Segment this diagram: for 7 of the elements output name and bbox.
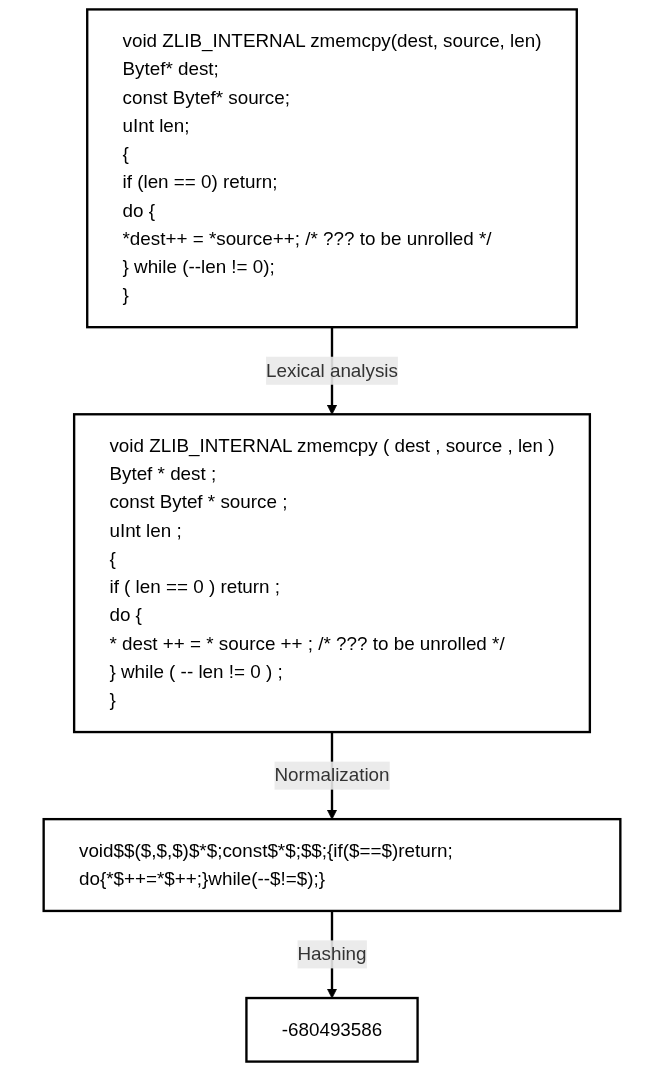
edge-label: Hashing [297,943,367,964]
node-box: void$$($,$,$)$*$;const$*$;$$;{if($==$)return; do{*$++=*$++;}while(--$!=$);} [42,817,622,913]
node-box: void ZLIB_INTERNAL zmemcpy(dest, source, len) Bytef* dest; const Bytef* source; uInt len; { if (len == 0) return; do { *dest++ = *source++; /* ??? to be unrolled */ } while (--len != 0); } [86,8,578,329]
node-box: -680493586 [245,996,419,1063]
edge-label: Normalization [274,765,390,786]
edge-label: Lexical analysis [266,360,398,381]
node-box: void ZLIB_INTERNAL zmemcpy ( dest , source , len ) Bytef * dest ; const Bytef * source ; uInt len ; { if ( len == 0 ) return ; do { * dest ++ = * source ++ ; /* ??? to be unrolled */ } while ( -- len != 0 ) ; } [72,413,592,734]
